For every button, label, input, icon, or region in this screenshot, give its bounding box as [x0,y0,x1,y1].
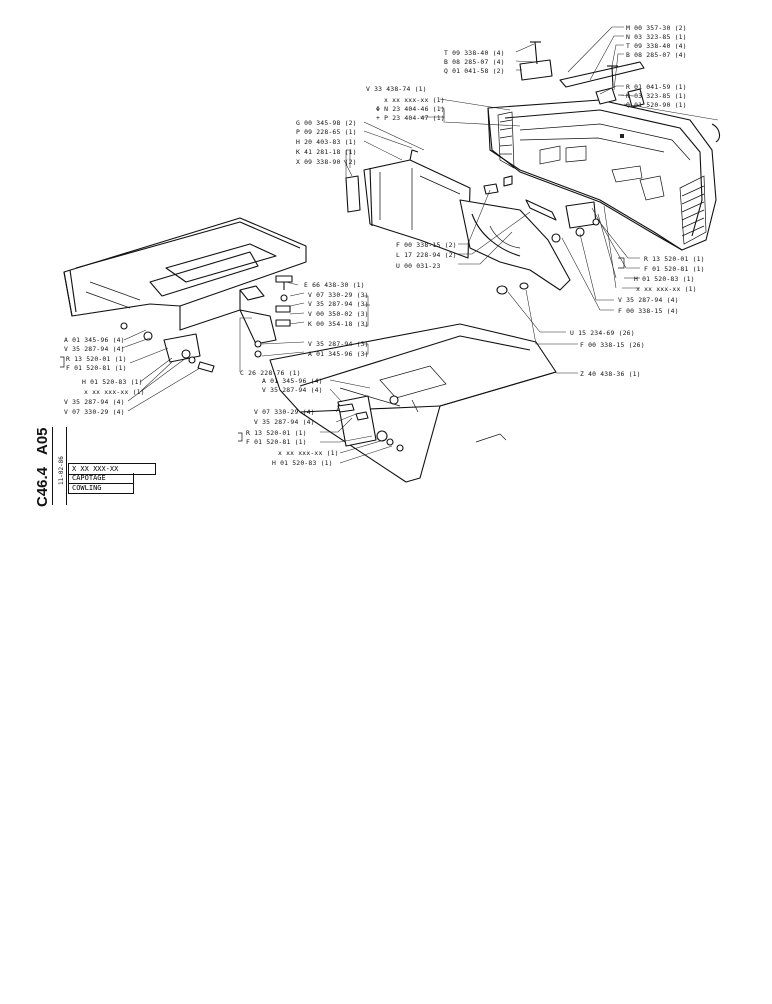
part-label: Q 01 520-90 (1) [626,101,687,109]
part-label: V 35 287-94 (4) [254,418,315,426]
part-label: F 01 520-81 (1) [246,438,307,446]
part-label: X 09 338-90 (2) [296,158,357,166]
part-label: M 00 357-30 (2) [626,24,687,32]
part-label: F 01 520-81 (1) [644,265,705,273]
part-label: V 35 287-94 (3) [308,340,369,348]
part-label: C 26 228-76 (1) [240,369,301,377]
hinge-bar-part [519,41,721,143]
part-label: T 09 338-40 (4) [444,49,505,57]
part-label: A 01 345-96 (3) [308,350,369,358]
part-label: + P 23 404-47 (1) [376,114,445,122]
part-label: N 03 323-85 (1) [626,92,687,100]
sheet-code-b: C46.4 [34,466,51,507]
rear-cowl-part [487,99,717,251]
part-label: V 35 287-94 (4) [618,296,679,304]
part-label: H 01 520-83 (1) [634,275,695,283]
front-hood-part [269,323,557,483]
part-label: H 20 403-83 (1) [296,138,357,146]
bracket-marks [60,257,625,442]
part-label: L 17 228-94 (2) [396,251,457,259]
part-label: F 00 338-15 (26) [580,341,645,349]
duct-bracket-part [459,175,600,295]
part-label: K 00 354-18 (3) [308,320,369,328]
part-label: A 01 345-96 (4) [64,336,125,344]
part-label: x xx xxx-xx (1) [636,285,697,293]
title-english: COWLING [68,483,134,494]
part-label: V 07 330-29 (3) [308,291,369,299]
part-label: V 35 287-94 (3) [308,300,369,308]
part-label: E 66 438-30 (1) [304,281,365,289]
part-label: H 01 520-83 (1) [272,459,333,467]
leader-lines [121,26,719,464]
part-label: V 35 287-94 (4) [262,386,323,394]
part-label: x xx xxx-xx (1) [384,96,445,104]
part-label: Q 01 041-58 (2) [444,67,505,75]
part-label: R 13 520-01 (1) [66,355,127,363]
side-panel-part [345,149,471,259]
part-label: N 03 323-85 (1) [626,33,687,41]
sheet-date: 11-02-86 [58,456,65,485]
sheet-code-a: A05 [34,427,51,455]
part-label: G 00 345-98 (2) [296,119,357,127]
part-label: Z 40 438-36 (1) [580,370,641,378]
part-label: x xx xxx-xx (1) [278,449,339,457]
part-label: V 07 330-29 (4) [64,408,125,416]
part-labels: M 00 357-30 (2) N 03 323-85 (1) T 09 338… [64,24,705,467]
floor-frame-part [63,217,307,373]
part-label: U 15 234-69 (26) [570,329,635,337]
part-label: B 08 285-07 (4) [626,51,687,59]
part-label: B 08 285-07 (4) [444,58,505,66]
part-label: P 09 228-65 (1) [296,128,357,136]
part-label: F 01 520-81 (1) [66,364,127,372]
part-label: V 35 287-94 (4) [64,398,125,406]
part-label: U 00 031-23 [396,262,441,270]
part-label: T 09 338-40 (4) [626,42,687,50]
part-label: V 07 330-29 (4) [254,408,315,416]
part-label: R 01 041-59 (1) [626,83,687,91]
part-label: A 01 345-96 (4) [262,377,323,385]
part-label: F 00 338-15 (2) [396,241,457,249]
part-label: Φ N 23 404-46 (1) [376,105,445,113]
part-label: x xx xxx-xx (1) [84,388,145,396]
part-label: F 00 338-15 (4) [618,307,679,315]
part-label: H 01 520-83 (1) [82,378,143,386]
part-label: K 41 281-18 (1) [296,148,357,156]
title-block: A05 C46.4 11-02-86 X XX XXX-XX CAPOTAGE … [34,425,156,507]
part-label: V 35 287-94 (4) [64,345,125,353]
title-french: CAPOTAGE [68,473,134,484]
part-label: V 33 438-74 (1) [366,85,427,93]
part-label: V 00 350-02 (3) [308,310,369,318]
part-label: R 13 520-01 (1) [246,429,307,437]
ref-number: X XX XXX-XX [68,463,156,475]
part-label: R 13 520-01 (1) [644,255,705,263]
